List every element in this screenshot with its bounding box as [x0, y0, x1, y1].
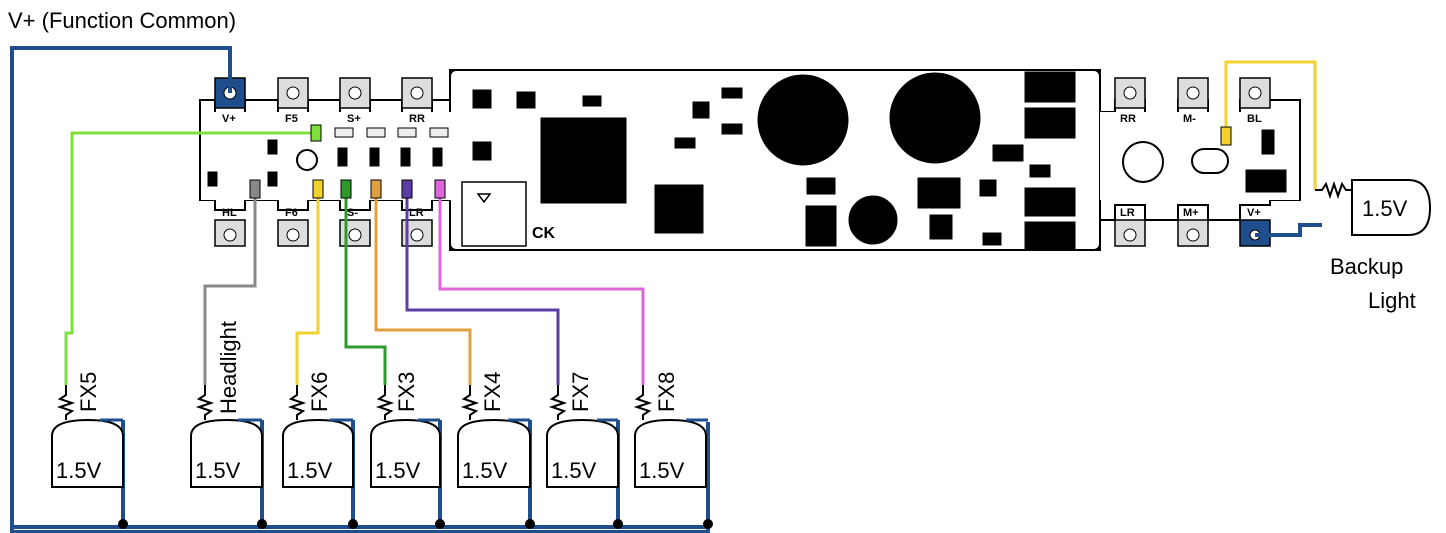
right-top-pads: RR M- BL	[1114, 77, 1271, 125]
pad-label-f6: F6	[285, 207, 298, 219]
fx3-wire	[344, 190, 387, 385]
lamp-fx3-label: FX3	[394, 372, 419, 412]
pad-f5	[277, 77, 309, 109]
lamp-fx6-label: FX6	[307, 372, 332, 412]
pad-label-right-m-plus: M+	[1183, 207, 1199, 219]
headlight-wire	[203, 190, 257, 385]
backup-light-label-line1: Backup	[1330, 254, 1403, 279]
lamp-fx6: FX6 1.5V	[282, 372, 354, 488]
pad-label-right-rr: RR	[1120, 113, 1136, 125]
lamp-fx7-rating: 1.5V	[551, 458, 597, 483]
lamp-fx4-rating: 1.5V	[462, 458, 508, 483]
lamp-fx8: FX8 1.5V	[633, 372, 707, 488]
lamp-fx4: FX4 1.5V	[457, 372, 531, 488]
board-components	[207, 71, 1287, 251]
pad-label-s-plus: S+	[347, 113, 361, 125]
pad-label-v-plus: V+	[222, 113, 236, 125]
backup-light: 1.5V Backup Light	[1315, 179, 1432, 313]
pad-label-hl: HL	[222, 207, 237, 219]
pad-label-lr: LR	[409, 207, 424, 219]
right-bottom-pads: LR M+ V+	[1114, 207, 1271, 247]
lamp-fx3-rating: 1.5V	[375, 458, 421, 483]
function-common-title: V+ (Function Common)	[8, 8, 236, 33]
backup-light-label-line2: Light	[1368, 288, 1416, 313]
lamp-fx3: FX3 1.5V	[370, 372, 441, 488]
left-bottom-pads: HL F6 S- LR	[214, 207, 433, 247]
lamp-fx8-rating: 1.5V	[639, 458, 685, 483]
fx6-wire	[295, 190, 320, 385]
lamp-fx4-label: FX4	[480, 372, 505, 412]
lamp-headlight-rating: 1.5V	[195, 458, 241, 483]
lamp-fx8-label: FX8	[654, 372, 679, 412]
fx7-wire	[405, 190, 560, 385]
ck-label: CK	[532, 225, 556, 242]
pad-label-s-minus: S-	[347, 207, 358, 219]
pad-s-plus	[339, 77, 371, 109]
pad-label-right-lr: LR	[1120, 207, 1135, 219]
left-top-pads: V+ F5 S+ RR	[214, 77, 433, 125]
lamp-fx5-label: FX5	[76, 372, 101, 412]
fx4-wire	[374, 190, 472, 385]
pad-label-right-bl: BL	[1247, 113, 1262, 125]
lamp-fx7: FX7 1.5V	[546, 372, 619, 488]
pad-label-right-v-plus: V+	[1247, 207, 1261, 219]
pad-label-f5: F5	[285, 113, 298, 125]
function-wires	[64, 60, 1317, 385]
pad-label-right-m-minus: M-	[1183, 113, 1196, 125]
lamp-fx7-label: FX7	[568, 372, 593, 412]
lamp-headlight-label: Headlight	[216, 321, 241, 414]
common-junctions	[118, 519, 713, 529]
lamp-fx5-rating: 1.5V	[56, 458, 102, 483]
backup-wire	[1224, 60, 1317, 190]
fx8-wire	[438, 190, 645, 385]
lamp-headlight: Headlight 1.5V	[190, 321, 263, 488]
backup-light-rating: 1.5V	[1362, 196, 1408, 221]
lamp-fx6-rating: 1.5V	[287, 458, 333, 483]
fx5-wire	[64, 131, 316, 385]
lamp-fx5: FX5 1.5V	[51, 372, 124, 488]
pad-label-rr: RR	[409, 113, 425, 125]
